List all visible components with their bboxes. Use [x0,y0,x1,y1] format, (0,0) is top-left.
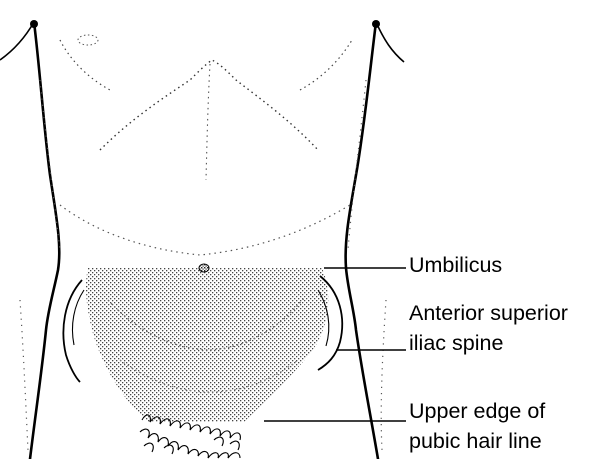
linea-alba [206,64,210,180]
umbilicus-mark [199,264,209,272]
asis-label-line1: Anterior superior [409,300,568,326]
left-armpit-mark [30,20,38,28]
umbilicus-label: Umbilicus [409,252,502,278]
left-torso-outline [30,22,59,459]
asis-label-line2: iliac spine [409,330,503,356]
costal-margin [100,60,318,150]
shaded-region [86,268,328,422]
pubic-label-line2: pubic hair line [409,428,542,454]
left-flank-shading [20,80,60,450]
left-shoulder [0,22,34,60]
left-iliac-inner [72,290,84,345]
waist-shading [60,205,350,255]
right-torso-outline [346,22,378,459]
right-armpit-mark [372,20,380,28]
chest-mark [78,35,98,45]
right-shoulder [376,22,404,62]
pubic-label-line1: Upper edge of [409,398,545,424]
